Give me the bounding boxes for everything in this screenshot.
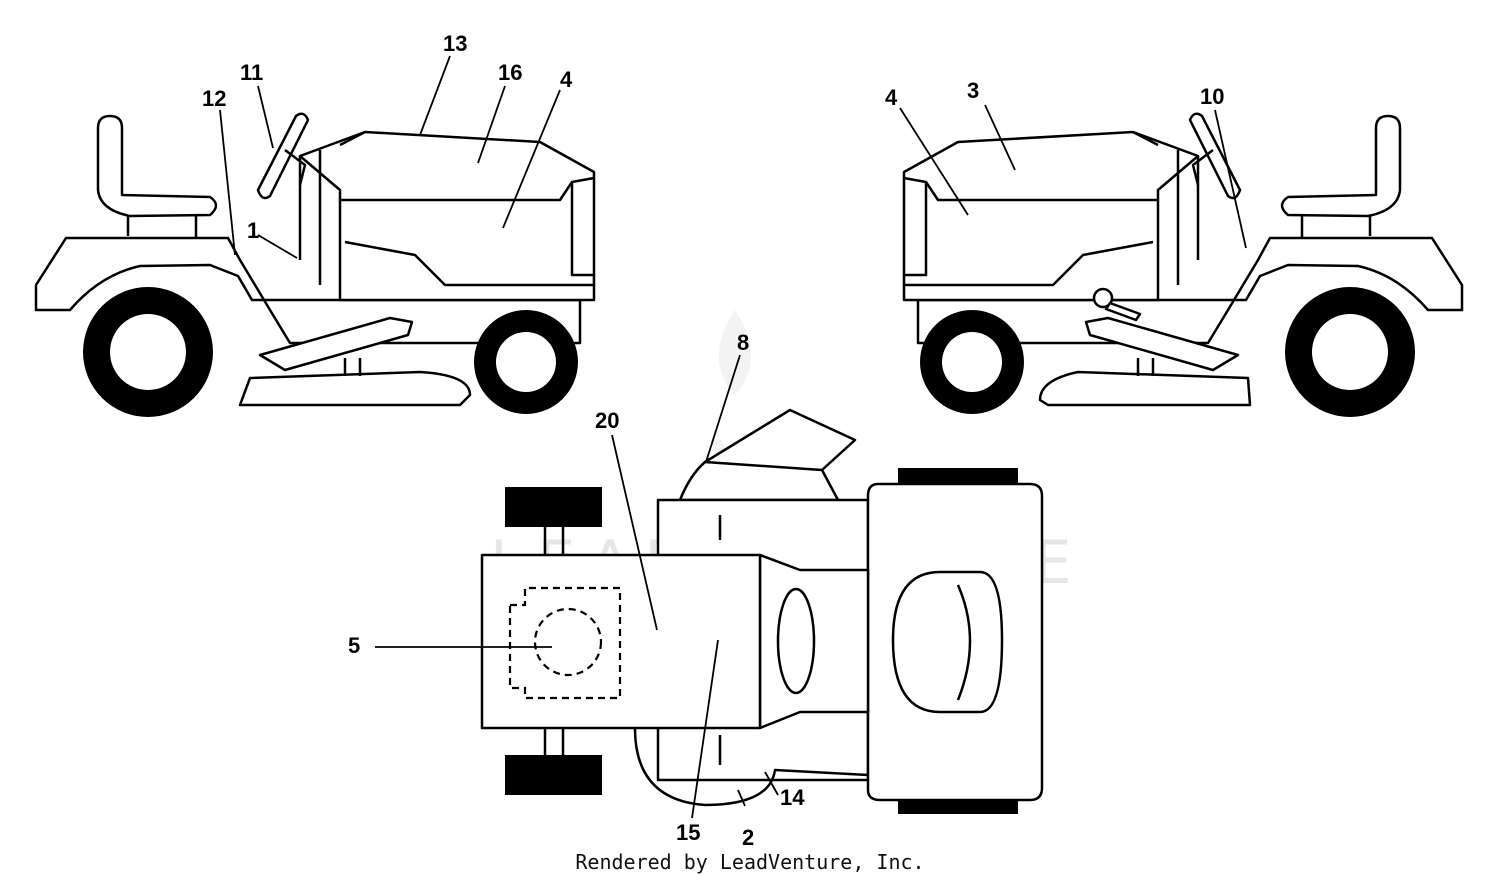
front-hub-left: [496, 332, 556, 392]
seat-post-left: [126, 216, 198, 238]
leader-2: [737, 789, 746, 807]
leader-15: [691, 639, 719, 819]
leader-lines: [219, 55, 1247, 819]
callout-labels: 1 2 3 4 4 5 8 10 11 12 13 14 15 16 20: [202, 31, 1224, 850]
hood-side-line-left: [344, 240, 594, 287]
leader-4a: [502, 89, 561, 229]
tractor-top-view: [480, 408, 1044, 814]
front-tire-top-right: [505, 755, 602, 795]
seat-right: [1280, 114, 1402, 218]
dash-panel-left: [298, 130, 366, 285]
leader-4b: [899, 107, 969, 216]
deck-hanger-left: [343, 358, 362, 376]
callout-3: 3: [967, 78, 979, 103]
seat-post-right: [1300, 216, 1372, 238]
mower-deck-top: [633, 727, 869, 807]
front-tire-top-left: [505, 487, 602, 527]
callout-4a: 4: [560, 67, 573, 92]
callout-12: 12: [202, 86, 226, 111]
dash-panel-right: [1132, 130, 1200, 285]
rear-hub-left: [110, 314, 186, 390]
leader-12: [219, 109, 236, 256]
leader-20: [611, 434, 658, 631]
steering-column-right: [1191, 149, 1214, 186]
key-shaft-right: [1104, 301, 1142, 322]
tractor-right-side-view: [902, 112, 1464, 417]
engine-cap-top: [533, 607, 603, 677]
grille-right: [904, 182, 928, 277]
callout-14: 14: [780, 785, 805, 810]
callout-10: 10: [1200, 84, 1224, 109]
engine-hood-left: [298, 130, 596, 302]
callout-2: 2: [742, 825, 754, 850]
mower-deck-left: [238, 370, 472, 407]
hood-side-line-right: [904, 240, 1154, 287]
discharge-chute-top: [678, 408, 857, 502]
rear-hub-right: [1312, 314, 1388, 390]
foot-pedal-left: [258, 316, 414, 372]
seat-left: [96, 114, 218, 218]
callout-16: 16: [498, 60, 522, 85]
engine-hood-right: [902, 130, 1200, 302]
deck-hanger-right: [1136, 358, 1155, 376]
hood-lower-line-right: [903, 176, 1158, 202]
callout-15: 15: [676, 820, 700, 845]
rear-tire-top-left: [898, 468, 1018, 484]
callout-11: 11: [240, 60, 263, 85]
front-hub-right: [942, 332, 1002, 392]
callout-20: 20: [595, 408, 619, 433]
steering-wheel-left: [256, 112, 310, 200]
engine-outline-top: [508, 586, 622, 700]
steering-column-left: [284, 149, 307, 186]
leader-14: [764, 771, 779, 796]
leader-13: [419, 55, 451, 136]
leader-16: [477, 85, 506, 164]
callout-8: 8: [737, 330, 749, 355]
grille-left: [570, 182, 594, 277]
chute-edge-top: [704, 460, 823, 472]
leader-3: [984, 104, 1016, 171]
mower-deck-right: [1038, 370, 1252, 407]
credit-line: Rendered by LeadVenture, Inc.: [575, 850, 925, 874]
steering-base-top: [776, 587, 816, 695]
steering-wheel-right: [1188, 112, 1242, 200]
seat-contour-top: [956, 584, 972, 701]
hood-lower-line-left: [340, 176, 595, 202]
leader-8: [705, 354, 741, 463]
seat-top: [891, 570, 1004, 714]
leader-1: [257, 234, 298, 259]
tractor-left-side-view: [34, 112, 596, 417]
leader-11: [257, 85, 274, 149]
front-axle-top: [543, 527, 565, 755]
callout-4b: 4: [885, 85, 898, 110]
rear-tire-top-right: [898, 798, 1018, 814]
leader-10: [1214, 109, 1247, 249]
callout-1: 1: [247, 218, 259, 243]
callout-13: 13: [443, 31, 467, 56]
foot-pedal-right: [1084, 316, 1240, 372]
callout-5: 5: [348, 633, 360, 658]
ignition-key-right: [1092, 287, 1114, 309]
